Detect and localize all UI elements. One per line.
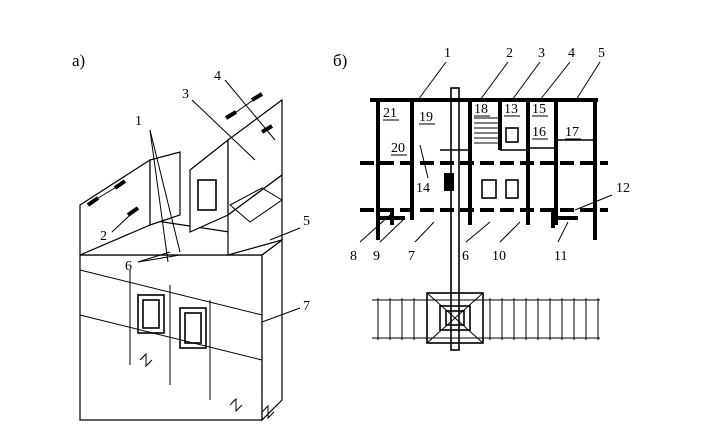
callout-b-2: 2 <box>506 46 513 61</box>
crane-base <box>426 292 484 344</box>
stair-hatch <box>474 117 498 144</box>
window-3 <box>197 179 217 211</box>
room-18: 18 <box>474 102 488 117</box>
upper-wall-right <box>189 138 229 233</box>
callout-b-5: 5 <box>598 46 605 61</box>
slab-joint-strip <box>227 173 283 256</box>
callout-b-9: 9 <box>373 249 380 264</box>
callout-b-4: 4 <box>568 46 575 61</box>
callout-a-1: 1 <box>135 114 142 129</box>
callout-a-5: 5 <box>303 214 310 229</box>
callout-b-3: 3 <box>538 46 545 61</box>
room-16: 16 <box>532 125 546 140</box>
callout-a-4: 4 <box>214 69 221 84</box>
window-1 <box>137 294 165 334</box>
room-19: 19 <box>419 110 433 125</box>
callout-a-7: 7 <box>303 299 310 314</box>
hatched-area <box>229 187 283 223</box>
callout-a-2: 2 <box>100 229 107 244</box>
upper-wall-partition <box>149 151 181 226</box>
callout-b-7: 7 <box>408 249 415 264</box>
callout-b-1: 1 <box>444 46 451 61</box>
equipment-box-1 <box>481 179 497 199</box>
window-2 <box>179 307 207 349</box>
crane-boom <box>450 87 460 351</box>
room-14: 14 <box>416 181 430 196</box>
lower-floor-side <box>261 238 283 422</box>
callout-b-12: 12 <box>616 181 630 196</box>
room-21: 21 <box>383 106 397 121</box>
panel-b-plan-view: б) <box>333 46 630 351</box>
panel-a-isometric-view: а) <box>72 51 310 422</box>
callout-b-10: 10 <box>492 249 506 264</box>
panel-b-letter: б) <box>333 51 347 70</box>
callout-b-11: 11 <box>554 249 567 264</box>
room-20: 20 <box>391 141 405 156</box>
equipment-box-2 <box>505 179 519 199</box>
crane-track <box>372 298 600 340</box>
shaft-box <box>505 127 519 143</box>
room-13: 13 <box>504 102 518 117</box>
callout-a-6: 6 <box>125 259 132 274</box>
callout-b-8: 8 <box>350 249 357 264</box>
callout-a-3: 3 <box>182 87 189 102</box>
room-17: 17 <box>565 125 579 140</box>
callout-b-6: 6 <box>462 249 469 264</box>
room-15: 15 <box>532 102 546 117</box>
crane-trolley <box>444 173 454 191</box>
panel-a-letter: а) <box>72 51 85 70</box>
